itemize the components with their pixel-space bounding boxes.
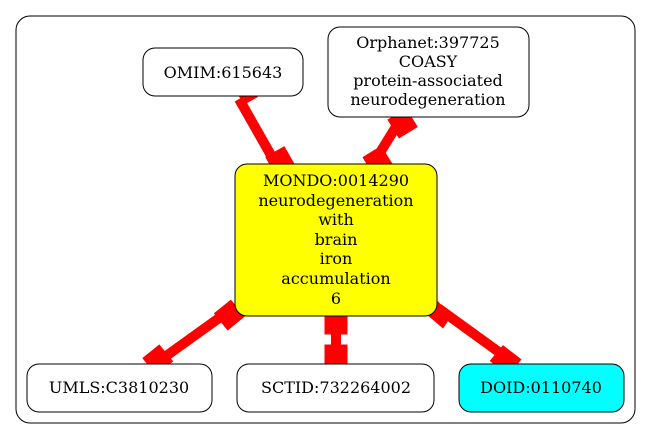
node-omim[interactable]: OMIM:615643 (142, 47, 304, 97)
node-center-line-3: with (318, 210, 354, 229)
node-umls-label: UMLS:C3810230 (49, 378, 189, 397)
node-center-line-7: 6 (331, 289, 341, 308)
node-orphanet[interactable]: Orphanet:397725 COASY protein-associated… (327, 26, 530, 118)
node-orphanet-line-1: Orphanet:397725 (356, 33, 500, 52)
node-sctid[interactable]: SCTID:732264002 (236, 363, 435, 413)
node-center-line-6: accumulation (281, 269, 390, 288)
node-center-line-2: neurodegeneration (258, 191, 413, 210)
node-center-line-4: brain (315, 230, 358, 249)
node-center[interactable]: MONDO:0014290 neurodegeneration with bra… (234, 163, 438, 317)
node-center-line-1: MONDO:0014290 (263, 171, 409, 190)
node-sctid-label: SCTID:732264002 (261, 378, 411, 397)
node-doid[interactable]: DOID:0110740 (458, 363, 625, 413)
node-orphanet-line-4: neurodegeneration (350, 90, 505, 109)
node-center-line-5: iron (320, 249, 353, 268)
node-orphanet-line-3: protein-associated (353, 71, 503, 90)
edge-center-sctid (324, 310, 348, 369)
node-omim-label: OMIM:615643 (164, 63, 283, 82)
node-umls[interactable]: UMLS:C3810230 (26, 363, 213, 413)
node-orphanet-line-2: COASY (399, 52, 458, 71)
node-doid-label: DOID:0110740 (480, 378, 602, 397)
